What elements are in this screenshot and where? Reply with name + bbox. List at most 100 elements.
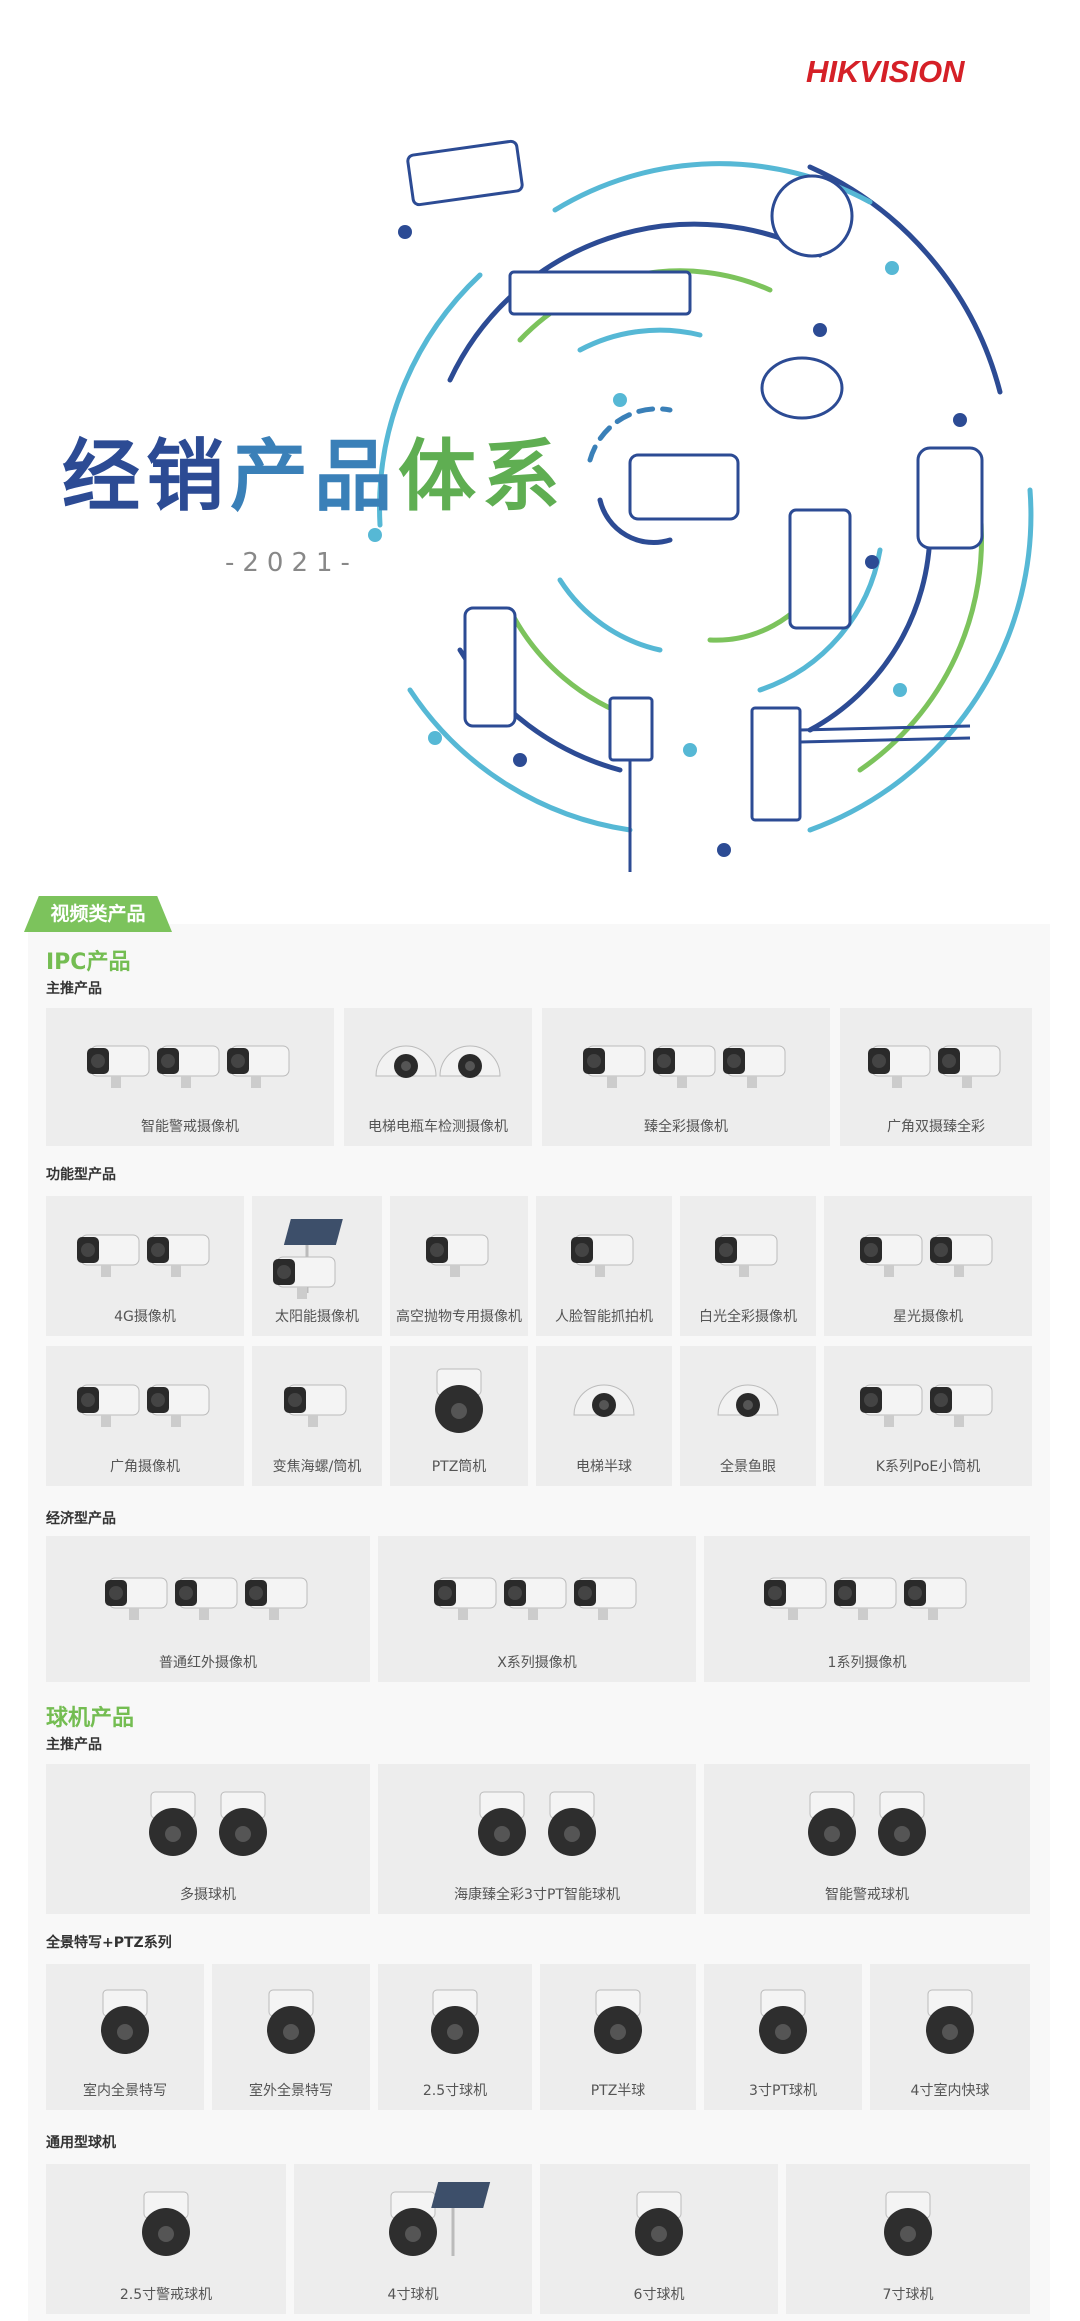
product-card[interactable]: 4寸球机 <box>294 2164 532 2314</box>
product-image <box>635 2191 683 2256</box>
bullet-camera-icon <box>680 1196 816 1302</box>
product-card[interactable]: 1系列摄像机 <box>704 1536 1030 1682</box>
product-card[interactable]: 太阳能摄像机 <box>252 1196 382 1336</box>
video-products-tab[interactable]: 视频类产品 <box>24 896 172 932</box>
product-card[interactable]: 全景鱼眼 <box>680 1346 816 1486</box>
product-label: 电梯电瓶车检测摄像机 <box>368 1119 508 1135</box>
bullet-camera-icon <box>536 1196 672 1302</box>
product-label: PTZ筒机 <box>431 1459 487 1475</box>
product-card[interactable]: PTZ半球 <box>540 1964 696 2110</box>
product-card[interactable]: 智能警戒球机 <box>704 1764 1030 1914</box>
product-label: 室外全景特写 <box>249 2083 333 2099</box>
multi-lens-ptz-icon <box>46 1764 370 1880</box>
product-label: 星光摄像机 <box>893 1309 963 1325</box>
ptz-dome-icon <box>540 1964 696 2076</box>
product-card[interactable]: 2.5寸球机 <box>378 1964 532 2110</box>
panoramic-dome-icon <box>212 1964 370 2076</box>
access-terminal-illustration <box>788 508 852 630</box>
product-card[interactable]: 室内全景特写 <box>46 1964 204 2110</box>
product-label: 6寸球机 <box>633 2287 685 2303</box>
product-card[interactable]: 2.5寸警戒球机 <box>46 2164 286 2314</box>
ipc-functional-label: 功能型产品 <box>46 1167 116 1183</box>
hero-title: 经销产品体系 <box>62 438 566 516</box>
product-label: 变焦海螺/筒机 <box>272 1459 362 1475</box>
product-card[interactable]: 臻全彩摄像机 <box>542 1008 830 1146</box>
hikvision-logo: HIKVISION <box>806 54 965 89</box>
alarm-panel-illustration <box>916 446 984 550</box>
product-card[interactable]: 智能警戒摄像机 <box>46 1008 334 1146</box>
product-card[interactable]: 白光全彩摄像机 <box>680 1196 816 1336</box>
product-label: 2.5寸警戒球机 <box>119 2287 213 2303</box>
ptz-dome-icon <box>870 1964 1030 2076</box>
product-card[interactable]: 海康臻全彩3寸PT智能球机 <box>378 1764 696 1914</box>
panoramic-dome-icon <box>46 1964 204 2076</box>
product-card[interactable]: 广角摄像机 <box>46 1346 244 1486</box>
hero-title-part3: 体系 <box>398 432 567 522</box>
product-label: 智能警戒球机 <box>825 1887 909 1903</box>
product-label: 广角摄像机 <box>110 1459 180 1475</box>
bullet-camera-icon <box>46 1008 334 1112</box>
monitor-illustration <box>628 453 740 521</box>
hero-year: -2021- <box>225 548 358 578</box>
product-card[interactable]: 室外全景特写 <box>212 1964 370 2110</box>
bullet-camera-icon <box>542 1008 830 1112</box>
product-image <box>389 2182 491 2256</box>
product-image <box>571 1234 634 1277</box>
ptz-dome-illustration <box>770 174 854 258</box>
radar-illustration <box>463 606 517 728</box>
product-card[interactable]: 多摄球机 <box>46 1764 370 1914</box>
product-card[interactable]: PTZ筒机 <box>390 1346 528 1486</box>
product-image <box>87 1045 290 1088</box>
product-card[interactable]: 星光摄像机 <box>824 1196 1032 1336</box>
product-card[interactable]: 广角双摄臻全彩 <box>840 1008 1032 1146</box>
ptz-main-label: 主推产品 <box>46 1737 102 1753</box>
product-label: 高空抛物专用摄像机 <box>396 1309 522 1325</box>
dome-camera-icon <box>344 1008 532 1112</box>
pole-box-illustration <box>608 696 654 762</box>
product-card[interactable]: 人脸智能抓拍机 <box>536 1196 672 1336</box>
turret-camera-icon <box>252 1346 382 1452</box>
product-label: 4G摄像机 <box>114 1309 176 1325</box>
barrier-gate-illustration <box>750 706 802 822</box>
product-label: 1系列摄像机 <box>827 1655 907 1671</box>
hero-title-part1: 经销 <box>62 432 231 522</box>
product-card[interactable]: 电梯电瓶车检测摄像机 <box>344 1008 532 1146</box>
product-label: 4寸球机 <box>387 2287 439 2303</box>
product-label: 多摄球机 <box>180 1887 236 1903</box>
product-card[interactable]: 4G摄像机 <box>46 1196 244 1336</box>
product-image <box>860 1384 993 1427</box>
product-card[interactable]: X系列摄像机 <box>378 1536 696 1682</box>
product-image <box>926 1989 974 2054</box>
fisheye-camera-icon <box>680 1346 816 1452</box>
product-image <box>101 1989 149 2054</box>
product-card[interactable]: 普通红外摄像机 <box>46 1536 370 1682</box>
product-label: 人脸智能抓拍机 <box>555 1309 653 1325</box>
product-label: 全景鱼眼 <box>720 1459 776 1475</box>
hikvision-logo-text: HIKVISION <box>806 54 965 89</box>
product-card[interactable]: K系列PoE小筒机 <box>824 1346 1032 1486</box>
product-card[interactable]: 3寸PT球机 <box>704 1964 862 2110</box>
product-label: 室内全景特写 <box>83 2083 167 2099</box>
product-card[interactable]: 7寸球机 <box>786 2164 1030 2314</box>
product-image <box>583 1045 786 1088</box>
product-label: 3寸PT球机 <box>749 2083 817 2099</box>
product-card[interactable]: 电梯半球 <box>536 1346 672 1486</box>
product-card[interactable]: 高空抛物专用摄像机 <box>390 1196 528 1336</box>
ptz-dome-icon <box>704 1964 862 2076</box>
product-card[interactable]: 6寸球机 <box>540 2164 778 2314</box>
bullet-camera-icon <box>824 1196 1032 1302</box>
product-image <box>375 1045 501 1078</box>
ptz-dome-icon <box>378 1764 696 1880</box>
hero-title-part2: 产品 <box>230 432 399 522</box>
product-card[interactable]: 变焦海螺/筒机 <box>252 1346 382 1486</box>
ipc-main-label: 主推产品 <box>46 981 102 997</box>
product-card[interactable]: 4寸室内快球 <box>870 1964 1030 2110</box>
bullet-camera-illustration <box>406 139 524 207</box>
ptz-general-label: 通用型球机 <box>46 2135 116 2151</box>
product-label: 2.5寸球机 <box>422 2083 488 2099</box>
product-label: PTZ半球 <box>590 2083 646 2099</box>
product-label: 海康臻全彩3寸PT智能球机 <box>454 1887 620 1903</box>
product-image <box>715 1234 778 1277</box>
product-image <box>105 1577 308 1620</box>
product-image <box>759 1989 807 2054</box>
